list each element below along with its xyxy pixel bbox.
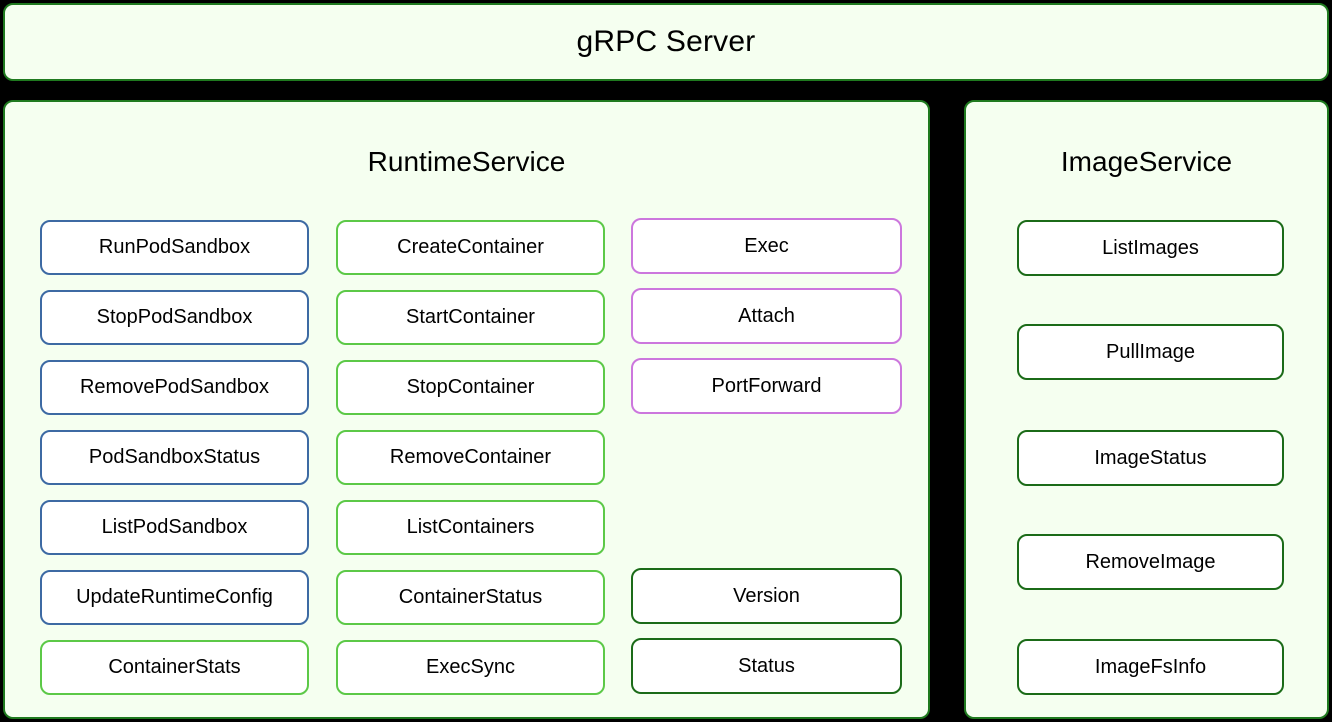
method-box-container-stats[interactable]: ContainerStats [40, 640, 309, 695]
runtime-service-panel: RuntimeService RunPodSandbox StopPodSand… [3, 100, 930, 719]
method-box-pod-sandbox-status[interactable]: PodSandboxStatus [40, 430, 309, 485]
method-box-list-containers[interactable]: ListContainers [336, 500, 605, 555]
method-box-list-images[interactable]: ListImages [1017, 220, 1284, 276]
method-box-start-container[interactable]: StartContainer [336, 290, 605, 345]
runtime-service-title: RuntimeService [367, 146, 566, 177]
method-box-run-pod-sandbox[interactable]: RunPodSandbox [40, 220, 309, 275]
method-box-stop-container[interactable]: StopContainer [336, 360, 605, 415]
method-box-list-pod-sandbox[interactable]: ListPodSandbox [40, 500, 309, 555]
method-box-pull-image[interactable]: PullImage [1017, 324, 1284, 380]
method-box-status[interactable]: Status [631, 638, 902, 694]
grpc-server-panel: gRPC Server [3, 3, 1329, 81]
method-box-image-fs-info[interactable]: ImageFsInfo [1017, 639, 1284, 695]
method-box-stop-pod-sandbox[interactable]: StopPodSandbox [40, 290, 309, 345]
method-box-remove-container[interactable]: RemoveContainer [336, 430, 605, 485]
method-box-attach[interactable]: Attach [631, 288, 902, 344]
method-box-exec-sync[interactable]: ExecSync [336, 640, 605, 695]
method-box-port-forward[interactable]: PortForward [631, 358, 902, 414]
method-box-create-container[interactable]: CreateContainer [336, 220, 605, 275]
method-box-container-status[interactable]: ContainerStatus [336, 570, 605, 625]
image-service-title: ImageService [1060, 146, 1233, 177]
method-box-update-runtime-config[interactable]: UpdateRuntimeConfig [40, 570, 309, 625]
method-box-exec[interactable]: Exec [631, 218, 902, 274]
image-service-panel: ImageService ListImages PullImage ImageS… [964, 100, 1329, 719]
method-box-remove-pod-sandbox[interactable]: RemovePodSandbox [40, 360, 309, 415]
method-box-remove-image[interactable]: RemoveImage [1017, 534, 1284, 590]
method-box-version[interactable]: Version [631, 568, 902, 624]
page-title: gRPC Server [576, 25, 756, 58]
method-box-image-status[interactable]: ImageStatus [1017, 430, 1284, 486]
